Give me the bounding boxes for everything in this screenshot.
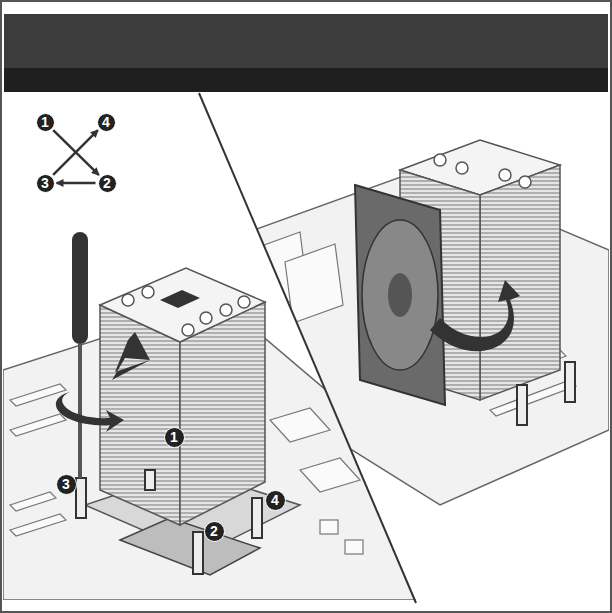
turn-arrow bbox=[56, 392, 124, 432]
right-panel bbox=[199, 93, 609, 603]
number-text: 3 bbox=[41, 176, 49, 190]
callout-number: 2 bbox=[204, 521, 225, 542]
press-arrow bbox=[112, 332, 150, 380]
number-text: 1 bbox=[41, 115, 49, 129]
order-number: 1 bbox=[36, 113, 55, 132]
number-text: 3 bbox=[62, 477, 70, 491]
mount-arrow bbox=[430, 280, 520, 351]
fan-frame bbox=[355, 185, 445, 405]
callout-number: 3 bbox=[56, 474, 77, 495]
fan-blades bbox=[362, 220, 438, 370]
callout-number: 4 bbox=[265, 490, 286, 511]
callout-number: 1 bbox=[164, 427, 185, 448]
number-text: 4 bbox=[271, 493, 279, 507]
order-arrow bbox=[53, 130, 99, 175]
screwdriver-handle bbox=[72, 232, 88, 344]
number-text: 2 bbox=[210, 524, 218, 538]
screwdriver-shaft bbox=[78, 344, 82, 478]
header-band bbox=[4, 14, 608, 68]
order-number: 3 bbox=[36, 174, 55, 193]
order-arrow bbox=[57, 182, 96, 185]
subheader-band bbox=[4, 68, 608, 92]
number-text: 1 bbox=[170, 430, 178, 444]
order-arrow bbox=[53, 130, 98, 175]
number-text: 2 bbox=[103, 176, 111, 190]
order-number: 4 bbox=[97, 113, 116, 132]
number-text: 4 bbox=[102, 115, 110, 129]
order-number: 2 bbox=[98, 174, 117, 193]
panel-divider bbox=[199, 93, 416, 603]
